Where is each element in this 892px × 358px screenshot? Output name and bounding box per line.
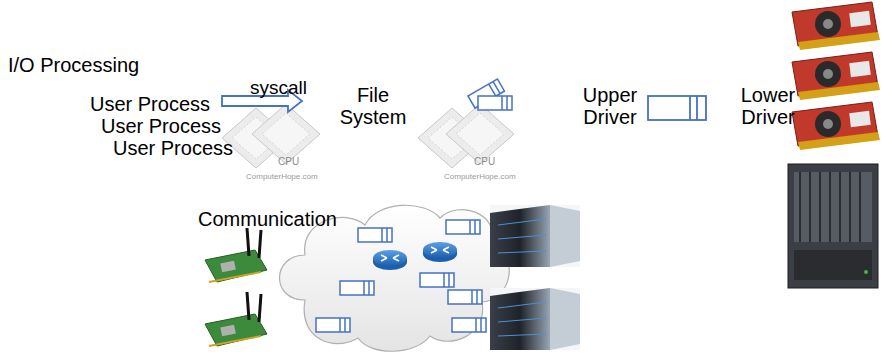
watermark: ComputerHope.com <box>246 172 318 182</box>
process-label: User Process <box>90 93 210 115</box>
layer-label: Upper Driver <box>571 84 649 128</box>
section-title: I/O Processing <box>8 54 139 76</box>
section-title: Communication <box>198 208 337 230</box>
layer-label: File System <box>334 84 412 128</box>
chip-label: CPU <box>474 156 495 168</box>
chip-label: CPU <box>278 156 299 168</box>
watermark: ComputerHope.com <box>444 172 516 182</box>
process-label: User Process <box>101 115 221 137</box>
layer-label: Lower Driver <box>729 84 807 128</box>
call-label: syscall <box>250 77 307 99</box>
process-label: User Process <box>113 137 233 159</box>
